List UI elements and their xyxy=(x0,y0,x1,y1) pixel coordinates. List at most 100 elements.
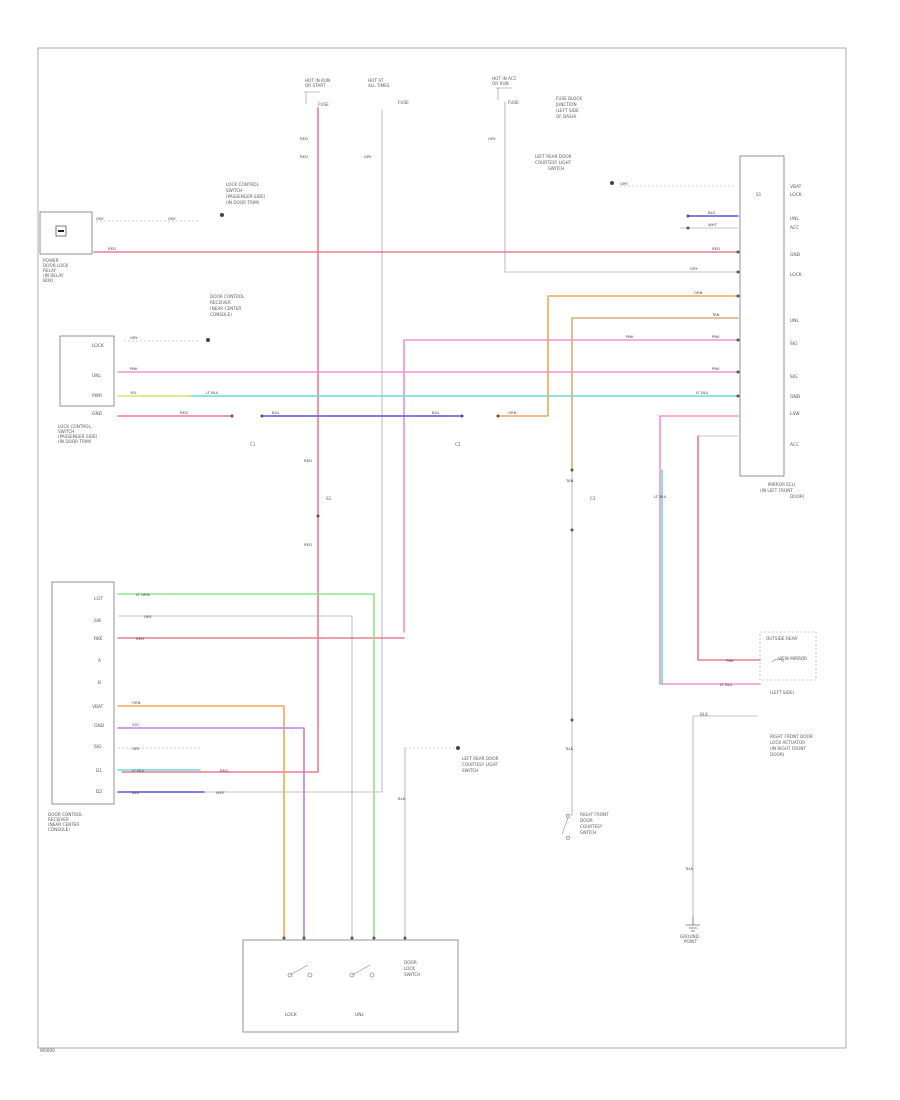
mirror-ecu-pin-0: VBAT xyxy=(790,184,802,190)
power-relay-label-1: DOOR LOCK xyxy=(43,263,68,268)
right-actuator-label-1: LOCK ACTUATOR xyxy=(770,740,805,745)
wire-green-receiver xyxy=(117,593,375,939)
lock-annotations: GRY DOOR CONTROL RECEIVER (NEAR CENTER C… xyxy=(124,294,245,342)
wl-red-mid: RED xyxy=(304,458,312,463)
lock-annot-0: DOOR CONTROL xyxy=(210,294,245,299)
mirror-ecu-label-2: DOOR) xyxy=(790,494,805,499)
ground-point: GROUND POINT xyxy=(680,916,700,944)
wl-orange-lock: ORN xyxy=(508,410,517,415)
door-control-pin-2: RKE xyxy=(94,636,103,642)
relay-annot-1: SWITCH xyxy=(226,188,242,193)
left-rear-switch-label-2: SWITCH xyxy=(548,166,564,171)
wl-red-gnd: RED xyxy=(180,410,188,415)
door-control-pin-0: LGT xyxy=(94,596,103,602)
mirror-ecu-pin-6: UNL xyxy=(790,318,799,324)
wire-orange-ecu xyxy=(497,295,739,417)
wl-blue-ecu: BLU xyxy=(708,210,716,215)
right-actuator-label-3: DOOR) xyxy=(770,752,785,757)
mirror-ecu-pin-5: LOCK xyxy=(790,272,802,278)
wl-red-mid2: RED xyxy=(304,542,312,547)
door-control-label-1: RECEIVER xyxy=(48,817,69,822)
lock-top-wire-label: GRY xyxy=(130,335,138,340)
mirror-ecu-label-0: MIRROR ECU xyxy=(768,482,795,487)
bottom-switch-pin-lock: LOCK xyxy=(285,1012,297,1018)
relay-annot-0: LOCK CONTROL xyxy=(226,182,260,187)
fuse2-label-2: FUSE xyxy=(398,100,409,105)
wire-pink-mirror xyxy=(659,415,761,685)
wl-black-center: BLK xyxy=(566,746,574,751)
wire-actuator-ground xyxy=(692,715,758,916)
wl-red-ecu: RED xyxy=(712,246,720,251)
wire-gray-fuse3 xyxy=(504,102,738,273)
rf-switch-label-3: SWITCH xyxy=(580,830,596,835)
ground-label-0: GROUND xyxy=(680,934,699,939)
lock-annot-1: RECEIVER xyxy=(210,300,231,305)
conn-mark-2: C3 xyxy=(590,496,596,501)
diagram-frame xyxy=(37,47,847,1049)
right-front-switch: RIGHT FRONT DOOR COURTESY SWITCH xyxy=(561,812,609,840)
lock-control-pin-2: PWR xyxy=(92,393,102,399)
wl-orange-recv: ORN xyxy=(132,700,141,705)
wire-orange-receiver xyxy=(117,705,285,939)
outside-mirror-label-1: VIEW MIRROR xyxy=(778,656,807,661)
wl-gray-recv2: GRY xyxy=(132,746,140,751)
power-relay-label-3: (IN RELAY xyxy=(43,273,64,278)
fuse-info-0: FUSE BLOCK xyxy=(556,96,582,101)
mirror-ecu-pin-7: SIG xyxy=(790,341,798,347)
wl-red-vert2: RED xyxy=(300,154,308,159)
connector-marks: C1 C2 C3 S1 xyxy=(250,442,596,501)
outside-mirror: OUTSIDE REAR VIEW MIRROR (LEFT SIDE) xyxy=(759,631,817,695)
fuse3-label-0: HOT IN ACC xyxy=(492,76,517,81)
lock-control-pin-0: LOCK xyxy=(92,343,104,349)
relay-annot-3: (IN DOOR TRIM) xyxy=(226,200,260,205)
mirror-ecu-pin-1: LOCK xyxy=(790,192,802,198)
mirror-ecu-pin-10: LSW xyxy=(790,411,800,417)
bottom-switch-pin-unl: UNL xyxy=(355,1012,364,1018)
fuse2-label-1: ALL TIMES xyxy=(368,83,390,88)
left-rear-switch-label-0: LEFT REAR DOOR xyxy=(535,154,572,159)
mirror-ecu-pin-2: UNL xyxy=(790,216,799,222)
left-rear-switch-label-1: COURTESY LIGHT xyxy=(535,160,572,165)
mirror-top-annotations: LEFT REAR DOOR COURTESY LIGHT SWITCH GRY… xyxy=(535,154,762,197)
receiver-annot-2: SWITCH xyxy=(462,768,478,773)
wl-cyan-vert: LT BLU xyxy=(654,494,667,499)
mirror-ecu-pin-4: GND xyxy=(790,252,801,258)
conn-mark-0: C1 xyxy=(250,442,256,447)
wl-violet-recv: VIO xyxy=(132,722,139,727)
wl-gray-vert: GRY xyxy=(364,154,372,159)
wire-tan-ecu xyxy=(571,317,739,471)
rf-switch-label-2: COURTESY xyxy=(580,824,603,829)
wire-pink-ecu xyxy=(403,339,739,633)
wire-violet-receiver xyxy=(117,727,305,939)
receiver-annotations: LEFT REAR DOOR COURTESY LIGHT SWITCH xyxy=(405,746,499,773)
conn-mark-1: C2 xyxy=(455,442,461,447)
lock-annot-3: CONSOLE) xyxy=(210,312,232,317)
fuse2-label-0: HOT AT xyxy=(368,78,384,83)
fuse-labels: HOT IN RUN OR START FUSE HOT AT ALL TIME… xyxy=(304,76,582,119)
fuse1-label-0: HOT IN RUN xyxy=(305,78,330,83)
conn-mark-center: S1 xyxy=(326,496,332,501)
mirror-ecu-pin-3: ACC xyxy=(790,225,799,231)
right-actuator-label-2: (IN RIGHT FRONT xyxy=(770,746,807,751)
right-door-actuator: RIGHT FRONT DOOR LOCK ACTUATOR (IN RIGHT… xyxy=(700,712,813,757)
rf-switch-label-1: DOOR xyxy=(580,818,593,823)
right-actuator-label-0: RIGHT FRONT DOOR xyxy=(770,734,813,739)
wire-layer xyxy=(93,102,761,939)
receiver-annot-1: COURTESY LIGHT xyxy=(462,762,499,767)
fuse-info-3: OF DASH) xyxy=(556,114,577,119)
bottom-switch-label-0: DOOR xyxy=(404,960,417,965)
page-code: W0000 xyxy=(40,1048,55,1053)
wire-gray-receiver xyxy=(118,615,353,938)
wire-gray-fuse2 xyxy=(122,110,383,793)
bottom-switch-label-2: SWITCH xyxy=(404,972,420,977)
wl-black-gnd: BLK xyxy=(686,866,694,871)
splice-mark: S1 xyxy=(756,192,762,197)
fuse-info-2: (LEFT SIDE xyxy=(556,108,579,113)
wl-yellow: YEL xyxy=(130,390,138,395)
wl-blue-recv: BLU xyxy=(132,790,140,795)
power-relay: POWER DOOR LOCK RELAY (IN RELAY BOX) xyxy=(39,211,93,283)
power-relay-label-0: POWER xyxy=(43,258,59,263)
bottom-switch-label-1: LOCK xyxy=(404,966,415,971)
door-control-pin-9: D2 xyxy=(96,789,102,795)
wire-labels: RED RED GRY ORN TAN PNK PNK PNK PNK YEL … xyxy=(108,136,734,871)
